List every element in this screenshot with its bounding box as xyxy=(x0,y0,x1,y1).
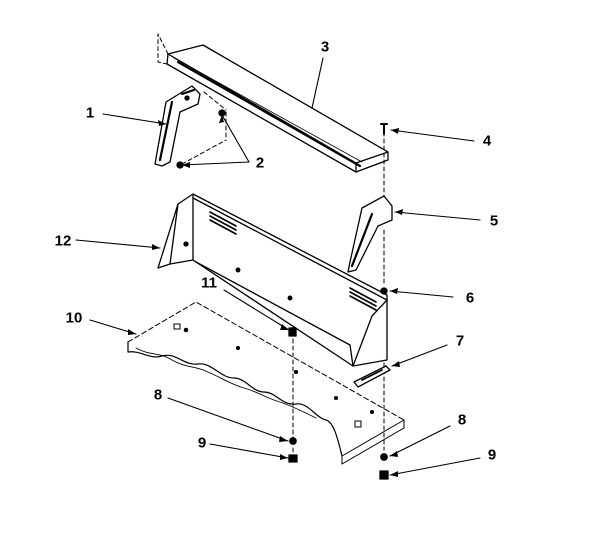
base-plate-part xyxy=(128,302,404,464)
callout-8-left: 8 xyxy=(153,386,163,404)
bracket-screws-part xyxy=(176,109,226,169)
leader-arrowheads xyxy=(128,115,403,477)
callout-9-left: 9 xyxy=(197,434,207,452)
callout-5: 5 xyxy=(489,212,499,230)
callout-12: 12 xyxy=(54,232,72,250)
left-bracket-part xyxy=(155,86,200,166)
feet-part xyxy=(289,455,388,479)
top-cover-part xyxy=(167,45,388,172)
callout-10: 10 xyxy=(65,309,83,327)
callout-8-right: 8 xyxy=(457,411,467,429)
spacer-part xyxy=(289,328,296,336)
top-screw-part xyxy=(381,124,387,134)
callout-3: 3 xyxy=(320,38,330,56)
main-panel-part xyxy=(158,194,387,366)
washers-part xyxy=(289,437,388,461)
callout-11: 11 xyxy=(201,274,217,292)
slotted-strap-part xyxy=(354,366,390,387)
nut-part xyxy=(380,287,388,295)
right-bracket-part xyxy=(348,196,392,272)
callout-1: 1 xyxy=(85,104,95,122)
callout-4: 4 xyxy=(482,132,492,150)
callout-9-right: 9 xyxy=(487,446,497,464)
callout-6: 6 xyxy=(465,289,475,307)
callout-7: 7 xyxy=(455,332,465,350)
callout-2: 2 xyxy=(255,154,265,172)
